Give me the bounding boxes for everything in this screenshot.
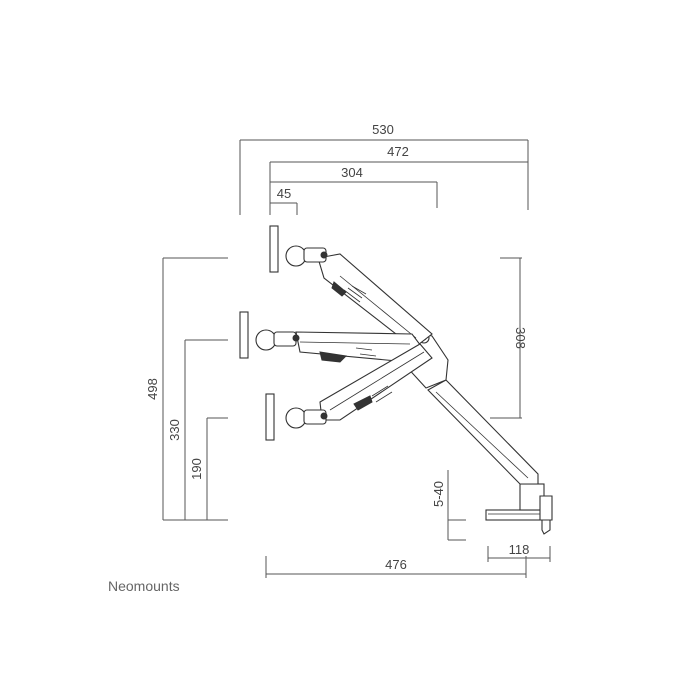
dimension-498: 498 [145,257,228,521]
dimension-304: 304 [270,165,438,208]
dimension-5-40-label: 5-40 [431,481,446,507]
desk-clamp [485,483,553,535]
dimension-530-label: 530 [372,122,394,137]
monitor-head-middle [239,311,300,359]
dimension-118-label: 118 [509,542,530,557]
dimension-45-label: 45 [277,186,291,201]
dimension-45: 45 [269,175,298,215]
dimension-308: 308 [490,257,528,419]
dimension-118: 118 [487,542,551,562]
dimension-308-label: 308 [513,327,528,349]
dimension-304-label: 304 [341,165,363,180]
arm-bottom [319,343,433,421]
dimension-330-label: 330 [167,419,182,441]
arm-middle [295,331,425,363]
dimension-190: 190 [189,417,228,520]
dimension-476-label: 476 [385,557,407,572]
pole [427,379,539,485]
dimension-190-label: 190 [189,458,204,480]
brand-logo-text: Neomounts [108,578,180,594]
dimension-330: 330 [167,339,228,520]
dimension-472-label: 472 [387,144,409,159]
dimension-476: 476 [265,556,527,578]
dimension-472: 472 [269,144,528,175]
dimension-498-label: 498 [145,378,160,400]
dimension-530: 530 [239,122,529,215]
monitor-head-top [269,225,328,273]
arm-top [317,253,433,349]
dimension-5-40: 5-40 [431,470,466,541]
monitor-head-bottom [265,393,328,441]
